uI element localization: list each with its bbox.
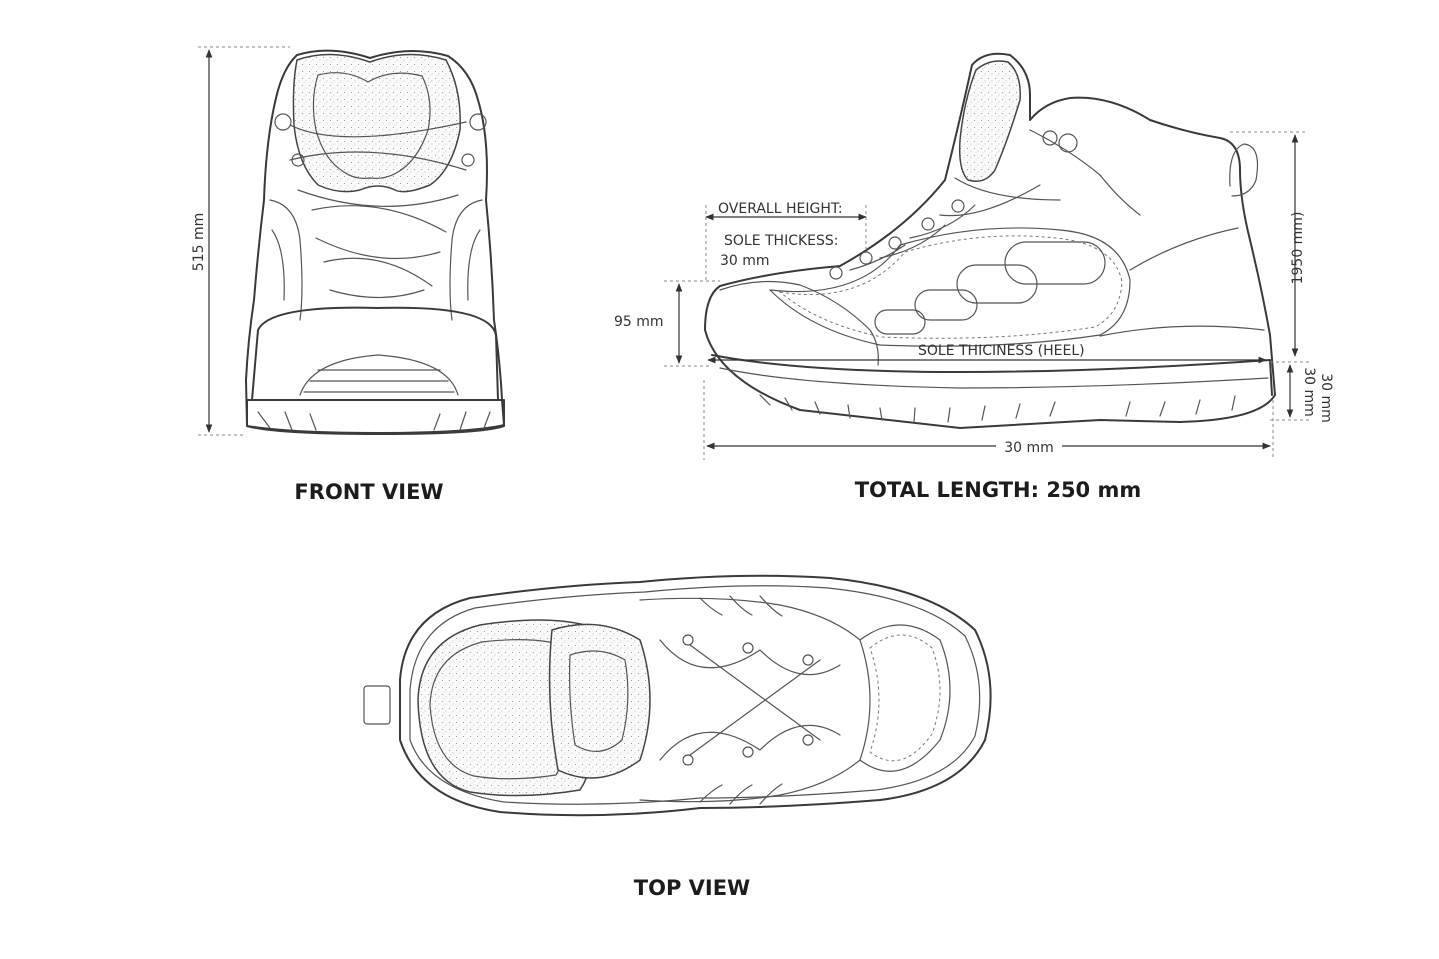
- front-height-dimension: 515 mm: [191, 46, 290, 436]
- side-boot-drawing: [704, 52, 1276, 429]
- sole-thickness-value: 30 mm: [720, 253, 770, 269]
- side-view-title: TOTAL LENGTH: 250 mm: [855, 478, 1142, 502]
- heel-sole-dimension: SOLE THICINESS (HEEL): [707, 343, 1267, 364]
- front-laces: [274, 113, 487, 299]
- top-boot-drawing: [363, 574, 992, 817]
- right-height-dimension: 1950 mm): [1230, 131, 1306, 357]
- sole-thickness-label: SOLE THICKESS:: [724, 233, 839, 249]
- front-view: 515 mm: [191, 46, 505, 504]
- top-laces: [659, 634, 841, 766]
- length-dimension: 30 mm: [703, 380, 1274, 460]
- heel-sole-vertical-label-b: 30 mm: [1318, 373, 1334, 423]
- overall-height-label: OVERALL HEIGHT:: [718, 201, 843, 217]
- length-label: 30 mm: [1004, 440, 1054, 456]
- right-height-label: 1950 mm): [1290, 212, 1306, 285]
- side-sole-lugs: [759, 394, 1236, 423]
- overall-height-annotation: OVERALL HEIGHT: SOLE THICKESS: 30 mm: [705, 201, 867, 280]
- front-height-label: 515 mm: [191, 213, 207, 271]
- top-view-title: TOP VIEW: [634, 876, 750, 900]
- heel-sole-thickness-label: SOLE THICINESS (HEEL): [918, 343, 1085, 359]
- heel-sole-vertical-dimension: 30 mm 30 mm: [1270, 361, 1334, 423]
- front-boot-drawing: [245, 49, 505, 435]
- side-view: OVERALL HEIGHT: SOLE THICKESS: 30 mm 95 …: [614, 52, 1334, 502]
- toe-height-dimension: 95 mm: [614, 280, 720, 367]
- heel-sole-vertical-label-a: 30 mm: [1301, 367, 1317, 417]
- toe-height-label: 95 mm: [614, 314, 664, 330]
- front-view-title: FRONT VIEW: [294, 480, 443, 504]
- side-laces: [829, 177, 1061, 280]
- top-view: TOP VIEW: [363, 574, 992, 900]
